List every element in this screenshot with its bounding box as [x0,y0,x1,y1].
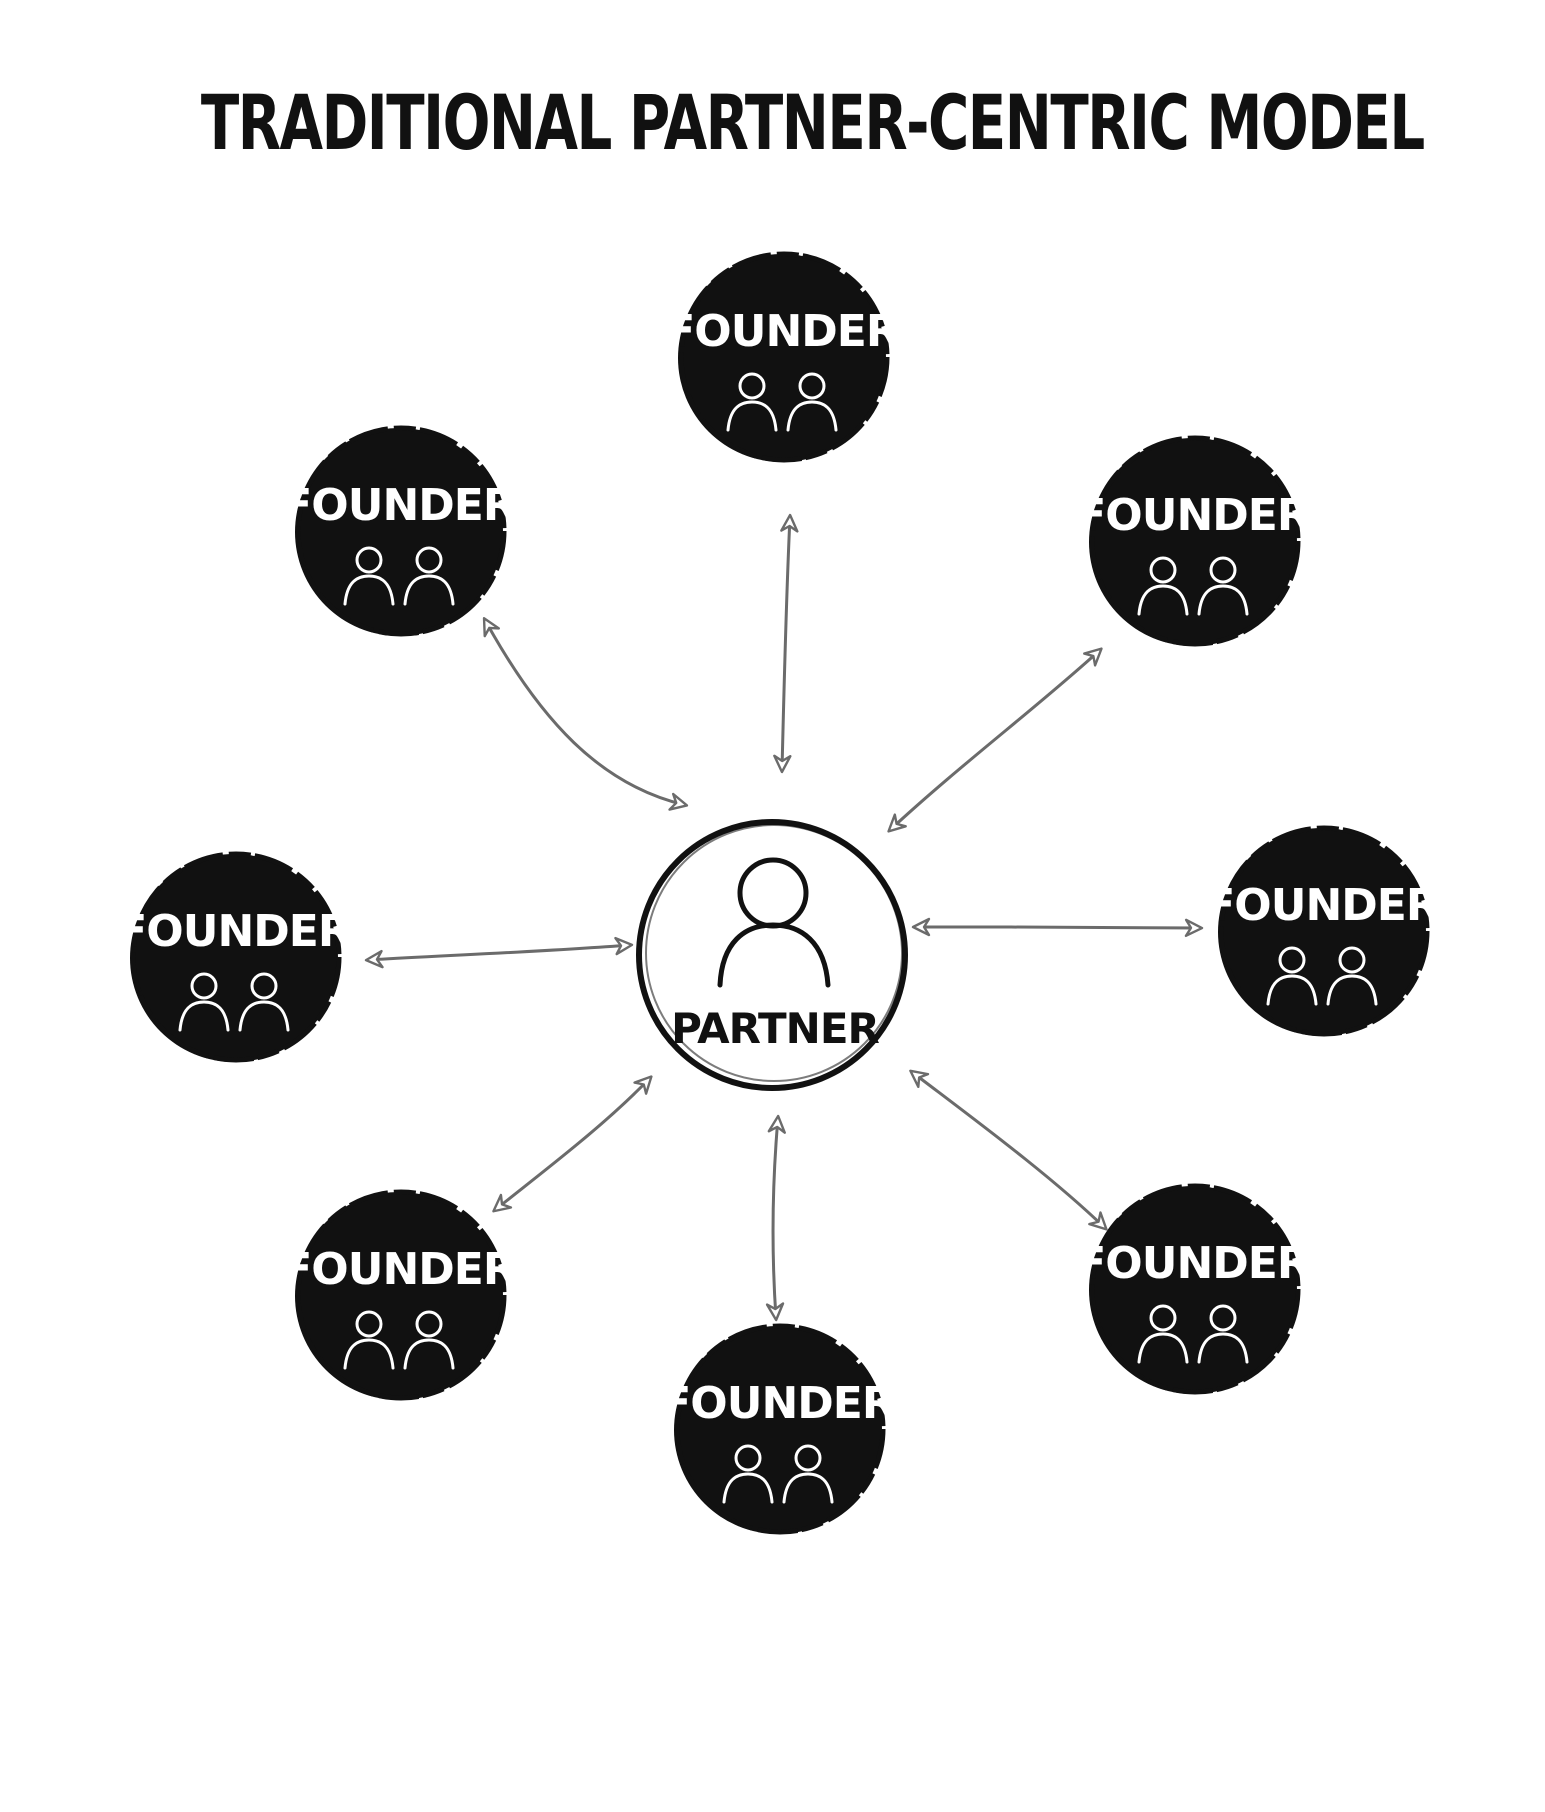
double-arrow-5 [911,917,1204,938]
founder-node-8: FOUNDER [1076,1183,1311,1395]
two-people-icon [1266,946,1378,1006]
founder-label: FOUNDER [1205,880,1439,931]
diagram-title: TRADITIONAL PARTNER-CENTRIC MODEL [200,78,1425,167]
partner-label: PARTNER [671,1004,879,1053]
double-arrow-2 [482,617,689,811]
founder-label: FOUNDER [665,306,899,357]
founder-circle [1089,1186,1297,1394]
founder-label: FOUNDER [117,906,351,957]
two-people-icon [1137,1304,1249,1364]
connection-arrows [364,513,1204,1322]
founder-node-6: FOUNDER [282,1189,517,1401]
double-arrow-7 [765,1114,786,1322]
founder-circle [295,1192,503,1400]
founder-circle [674,1326,882,1534]
founder-node-7: FOUNDER [661,1323,896,1535]
founder-label: FOUNDER [661,1378,895,1429]
founder-node-3: FOUNDER [1076,435,1311,647]
two-people-icon [722,1444,834,1504]
partner-node: PARTNER [636,819,908,1091]
founder-circle [130,854,338,1062]
founder-circle [1218,828,1426,1036]
double-arrow-6 [492,1075,653,1213]
double-arrow-4 [364,936,634,969]
founder-circle [1089,438,1297,646]
double-arrow-1 [773,513,799,774]
founder-node-1: FOUNDER [665,251,900,463]
founder-label: FOUNDER [282,1244,516,1295]
double-arrow-3 [887,647,1103,833]
two-people-icon [726,372,838,432]
founder-label: FOUNDER [1076,490,1310,541]
founder-circle [678,254,886,462]
founder-node-2: FOUNDER [282,425,517,637]
person-icon [717,857,831,988]
founder-label: FOUNDER [1076,1238,1310,1289]
two-people-icon [1137,556,1249,616]
founder-node-5: FOUNDER [1205,825,1440,1037]
two-people-icon [343,546,455,606]
two-people-icon [178,972,290,1032]
founder-circle [295,428,503,636]
founder-nodes: FOUNDER FOUNDER FOUNDER FOUNDER FOUNDER FOUND… [117,251,1440,1535]
double-arrow-8 [909,1069,1108,1231]
founder-node-4: FOUNDER [117,851,352,1063]
two-people-icon [343,1310,455,1370]
founder-label: FOUNDER [282,480,516,531]
